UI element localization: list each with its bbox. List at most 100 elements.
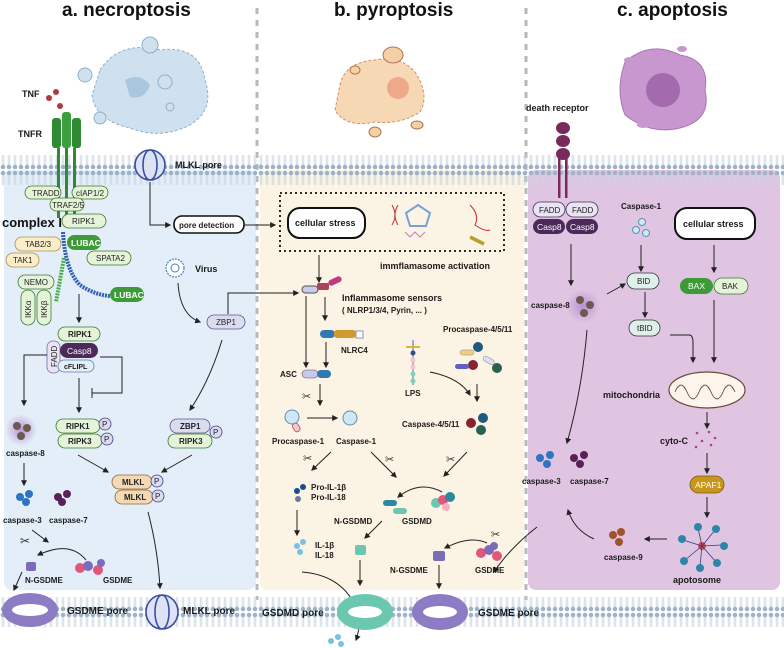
svg-text:TRAF2/5: TRAF2/5 [52, 201, 85, 210]
lps-icon [406, 340, 420, 385]
complex-i-label: complex I [2, 215, 62, 230]
arrow-caspase3-to-gsdme-pyroptosis [493, 526, 538, 573]
svg-text:TAB2/3: TAB2/3 [25, 240, 52, 249]
ripk1-p-protein: RIPK1 [55, 418, 101, 434]
arrow-caspase1-to-proil [311, 451, 332, 471]
il-icon [294, 539, 306, 555]
gsdme-pyroptosis-full-icon [476, 542, 502, 561]
procaspase-4511-label: Procaspase-4/5/11 [443, 325, 513, 334]
svg-text:LUBAC: LUBAC [114, 290, 144, 300]
scissors-gsdmd-icon: ✂ [385, 454, 394, 466]
rna-strand-icon [404, 231, 426, 238]
caspase1-apoptosis-icon [632, 218, 650, 237]
il1b-label: IL-1β [315, 541, 334, 550]
arrow-gsdmd-to-ngsdmd [397, 486, 443, 498]
apoptotic-cell-illustration [619, 46, 707, 131]
mlkl-pore-bottom-icon [145, 594, 179, 630]
cellular-stress-apoptosis-box: cellular stress [674, 207, 756, 240]
cyto-c-label: cyto-C [660, 436, 689, 446]
arrow-ngsdmd-to-fragment [364, 520, 383, 539]
tradd-protein: TRADD [24, 185, 62, 200]
pro-il1b-label: Pro-IL-1β [311, 483, 346, 492]
inflammasome-sensors-sub-label: ( NLRP1/3/4, Pyrin, ... ) [342, 306, 427, 315]
tnfr-receptor-icon [52, 112, 81, 218]
n-gsdme-necroptosis-label: N-GSDME [25, 576, 63, 585]
arrow-zbp1-to-sensors [227, 290, 300, 314]
gsdme-pore-necroptosis-icon [2, 593, 58, 627]
scissors-il-icon: ✂ [303, 453, 312, 465]
arrow-caspase9-to-caspase7 [566, 508, 595, 540]
mitochondria-label: mitochondria [603, 390, 661, 400]
arrow-lps-to-caspase4511 [429, 371, 471, 397]
scissors-gsdme-icon: ✂ [491, 529, 500, 541]
gsdmd-label: GSDMD [402, 517, 432, 526]
svg-text:RIPK1: RIPK1 [66, 422, 90, 431]
tab-protein: TAB2/3 [14, 236, 62, 252]
mlkl-pore-bottom-label: MLKL pore [183, 606, 235, 617]
n-gsdme-fragment-icon [26, 562, 36, 571]
caspase8-apoptosis-icon [566, 289, 600, 323]
inflammasome-sensor-icon [301, 276, 342, 294]
cflip-protein: cFLIPL [57, 359, 95, 373]
arrow-ngsdme-to-pore [13, 571, 23, 592]
bak-protein: BAK [713, 277, 749, 295]
caspase9-label: caspase-9 [604, 553, 643, 562]
arrow-zbp1ripk3-to-mlkl [160, 454, 193, 473]
gsdme-necroptosis-label: GSDME [103, 576, 133, 585]
virus-label: Virus [195, 264, 217, 274]
procaspase1-label: Procaspase-1 [272, 437, 325, 446]
svg-text:RIPK3: RIPK3 [179, 437, 203, 446]
arrow-caspase8-to-bid [606, 283, 627, 295]
inflammasome-activation-label: immflamasome activation [380, 261, 490, 271]
caspase3-necroptosis-label: caspase-3 [3, 516, 42, 525]
zbp1-protein: ZBP1 [206, 314, 246, 330]
pro-il18-label: Pro-IL-18 [311, 493, 346, 502]
svg-text:Casp8: Casp8 [570, 222, 595, 232]
caspase1-apoptosis-label: Caspase-1 [621, 202, 662, 211]
svg-text:cellular stress: cellular stress [683, 219, 744, 229]
arrow-to-caspase8 [21, 354, 47, 407]
pentagon-molecule-icon [404, 203, 432, 227]
fadd-1-apoptosis-protein: FADD [532, 201, 566, 218]
svg-text:LUBAC: LUBAC [71, 238, 101, 248]
released-il-icon [328, 634, 344, 647]
svg-text:TAK1: TAK1 [13, 256, 33, 265]
asc-icon [301, 369, 331, 379]
arrow-ripk3-to-mlkl [77, 454, 110, 473]
n-gsdmd-label: N-GSDMD [334, 517, 372, 526]
n-gsdme-pyroptosis-label: N-GSDME [390, 566, 428, 575]
svg-text:SPATA2: SPATA2 [96, 254, 125, 263]
dna-icon [391, 204, 399, 226]
gsdme-pyroptosis-label: GSDME [475, 566, 505, 575]
caspase1-icon [342, 410, 358, 426]
nemo-protein: NEMO [17, 274, 55, 290]
mitochondria-icon [668, 371, 746, 409]
phospho-zbp1-icon: P [209, 425, 223, 439]
svg-text:RIPK1: RIPK1 [72, 217, 96, 226]
svg-text:P: P [104, 435, 109, 444]
cellular-stress-pyroptosis-box: cellular stress [287, 207, 366, 239]
svg-text:Casp8: Casp8 [537, 222, 562, 232]
pore-detection-box: pore detection [173, 215, 245, 234]
mlkl-2-protein: MLKL [114, 489, 154, 505]
procaspase1-icon [284, 409, 301, 433]
phospho-ripk1-icon: P [98, 417, 112, 431]
zbp1-ripk3-ripk3-protein: RIPK3 [167, 433, 213, 449]
svg-text:ZBP1: ZBP1 [180, 422, 201, 431]
svg-text:MLKL: MLKL [122, 478, 144, 487]
gsdme-pore-necroptosis-label: GSDME pore [67, 606, 129, 617]
svg-text:pore detection: pore detection [179, 221, 234, 230]
ikka-protein: IKKα [20, 289, 36, 326]
ubiquitin-chain-green [54, 257, 66, 303]
svg-text:APAF1: APAF1 [695, 480, 722, 490]
arrow-gsdme-to-ngsdme [36, 548, 87, 561]
svg-text:tBID: tBID [637, 324, 653, 333]
arrow-tbid-to-mitochondria [670, 334, 696, 364]
gsdme-full-icon [75, 559, 105, 575]
caspase-4511-icon [466, 413, 488, 435]
ripk1-complex-ii-protein: RIPK1 [57, 326, 101, 342]
svg-text:FADD: FADD [539, 206, 561, 215]
n-gsdmd-icon [383, 500, 407, 514]
svg-text:NEMO: NEMO [24, 278, 48, 287]
